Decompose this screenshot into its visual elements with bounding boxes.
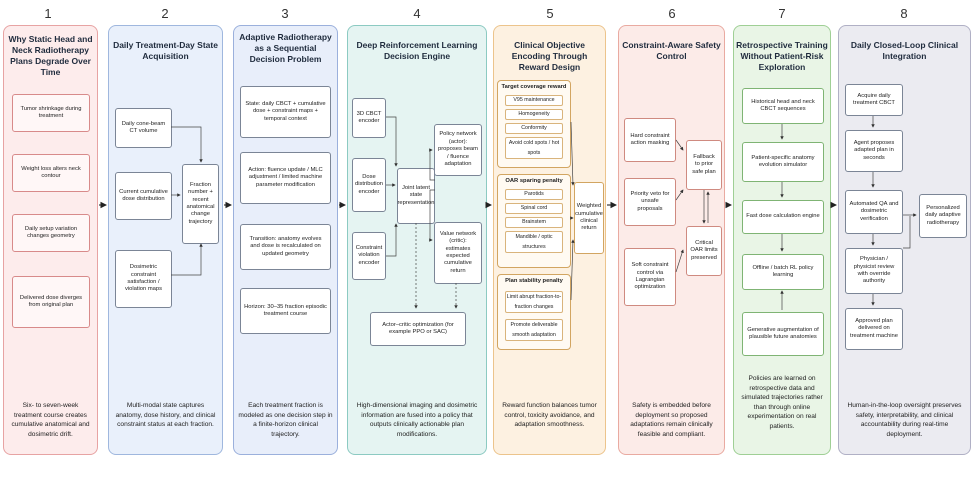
lagrangian-control-box: Soft constraint control via Lagrangian o… (624, 248, 676, 306)
step-number-8: 8 (900, 6, 908, 21)
generative-augmentation-box: Generative augmentation of plausible fut… (742, 312, 824, 356)
panel-title: Why Static Head and Neck Radiotherapy Pl… (8, 34, 93, 77)
panel-title: Retrospective Training Without Patient-R… (736, 40, 828, 72)
physician-review-box: Physician / physicist review with overri… (845, 248, 903, 294)
panel-footer: Policies are learned on retrospective da… (741, 375, 823, 430)
step-number-2: 2 (161, 6, 169, 21)
offline-rl-box: Offline / batch RL policy learning (742, 254, 824, 290)
panel-title: Adaptive Radiotherapy as a Sequential De… (239, 32, 332, 64)
panel-title: Constraint-Aware Safety Control (622, 40, 721, 61)
transition-definition-box: Transition: anatomy evolves and dose is … (240, 224, 331, 270)
policy-network-box: Policy network (actor): proposes beam / … (434, 124, 482, 176)
group-title: OAR sparing penalty (505, 178, 563, 184)
penalty-item: Mandible / optic structures (505, 231, 563, 253)
personalized-radiotherapy-box: Personalized daily adaptive radiotherapy (919, 194, 967, 238)
reward-item: Avoid cold spots / hot spots (505, 137, 563, 159)
tumor-shrinkage-box: Tumor shrinkage during treatment (12, 94, 90, 132)
constraint-encoder-box: Constraint violation encoder (352, 232, 386, 280)
step-number-4: 4 (413, 6, 421, 21)
fallback-plan-box: Fallback to prior safe plan (686, 140, 722, 190)
panel-state-acquisition: Daily Treatment-Day State Acquisition Da… (108, 25, 223, 455)
horizon-definition-box: Horizon: 30–35 fraction episodic treatme… (240, 288, 331, 334)
priority-veto-box: Priority veto for unsafe proposals (624, 178, 676, 226)
acquire-cbct-box: Acquire daily treatment CBCT (845, 84, 903, 116)
plan-stability-group: Plan stability penalty Limit abrupt frac… (497, 274, 571, 350)
penalty-item: Brainstem (505, 217, 563, 228)
dose-engine-box: Fast dose calculation engine (742, 200, 824, 234)
penalty-item: Spinal cord (505, 203, 563, 214)
anatomy-simulator-box: Patient-specific anatomy evolution simul… (742, 142, 824, 182)
panel-footer: Reward function balances tumor control, … (502, 402, 597, 428)
step-number-1: 1 (44, 6, 52, 21)
panel-title: Daily Closed-Loop Clinical Integration (850, 40, 959, 61)
panel-footer: Six- to seven-week treatment course crea… (11, 402, 90, 438)
constraint-maps-box: Dosimetric constraint satisfaction / vio… (115, 250, 172, 308)
value-network-box: Value network (critic): estimates expect… (434, 222, 482, 284)
cumulative-return-box: Weighted cumulative clinical return (574, 182, 604, 254)
reward-item: Homogeneity (505, 109, 563, 120)
dose-encoder-box: Dose distribution encoder (352, 158, 386, 212)
group-title: Target coverage reward (501, 84, 567, 90)
agent-proposal-box: Agent proposes adapted plan in seconds (845, 130, 903, 172)
penalty-item: Parotids (505, 189, 563, 200)
critical-oar-box: Critical OAR limits preserved (686, 226, 722, 276)
plan-delivery-box: Approved plan delivered on treatment mac… (845, 308, 903, 350)
reward-item: V95 maintenance (505, 95, 563, 106)
panel-title: Deep Reinforcement Learning Decision Eng… (356, 40, 478, 61)
panel-static-plan-degradation: Why Static Head and Neck Radiotherapy Pl… (3, 25, 98, 455)
action-masking-box: Hard constraint action masking (624, 118, 676, 162)
penalty-item: Promote deliverable smooth adaptation (505, 319, 563, 341)
panel-sequential-decision: Adaptive Radiotherapy as a Sequential De… (233, 25, 338, 455)
historical-cbct-box: Historical head and neck CBCT sequences (742, 88, 824, 124)
actor-critic-box: Actor–critic optimization (for example P… (370, 312, 466, 346)
panel-title: Daily Treatment-Day State Acquisition (113, 40, 218, 61)
cumulative-dose-box: Current cumulative dose distribution (115, 172, 172, 220)
reward-item: Conformity (505, 123, 563, 134)
panel-footer: Multi-modal state captures anatomy, dose… (115, 402, 216, 428)
dose-divergence-box: Delivered dose diverges from original pl… (12, 276, 90, 328)
panel-title: Clinical Objective Encoding Through Rewa… (511, 40, 588, 72)
step-number-3: 3 (281, 6, 289, 21)
step-number-5: 5 (546, 6, 554, 21)
panel-footer: Safety is embedded before deployment so … (630, 402, 713, 438)
cbct-volume-box: Daily cone-beam CT volume (115, 108, 172, 148)
weight-loss-box: Weight loss alters neck contour (12, 154, 90, 192)
state-definition-box: State: daily CBCT + cumulative dose + co… (240, 86, 331, 138)
step-number-7: 7 (778, 6, 786, 21)
panel-drl-engine: Deep Reinforcement Learning Decision Eng… (347, 25, 487, 455)
fraction-trajectory-box: Fraction number + recent anatomical chan… (182, 164, 219, 244)
panel-clinical-integration: Daily Closed-Loop Clinical Integration A… (838, 25, 971, 455)
panel-footer: High-dimensional imaging and dosimetric … (356, 402, 478, 438)
action-definition-box: Action: fluence update / MLC adjustment … (240, 152, 331, 204)
panel-footer: Each treatment fraction is modeled as on… (238, 402, 333, 438)
penalty-item: Limit abrupt fraction-to-fraction change… (505, 291, 563, 313)
latent-state-box: Joint latent state representation (397, 168, 435, 224)
setup-variation-box: Daily setup variation changes geometry (12, 214, 90, 252)
target-coverage-group: Target coverage reward V95 maintenance H… (497, 80, 571, 168)
oar-sparing-group: OAR sparing penalty Parotids Spinal cord… (497, 174, 571, 268)
panel-reward-design: Clinical Objective Encoding Through Rewa… (493, 25, 606, 455)
cbct-encoder-box: 3D CBCT encoder (352, 98, 386, 138)
panel-safety-control: Constraint-Aware Safety Control Hard con… (618, 25, 725, 455)
group-title: Plan stability penalty (505, 278, 563, 284)
step-number-6: 6 (668, 6, 676, 21)
panel-retrospective-training: Retrospective Training Without Patient-R… (733, 25, 831, 455)
panel-footer: Human-in-the-loop oversight preserves sa… (847, 402, 962, 438)
automated-qa-box: Automated QA and dosimetric verification (845, 190, 903, 234)
